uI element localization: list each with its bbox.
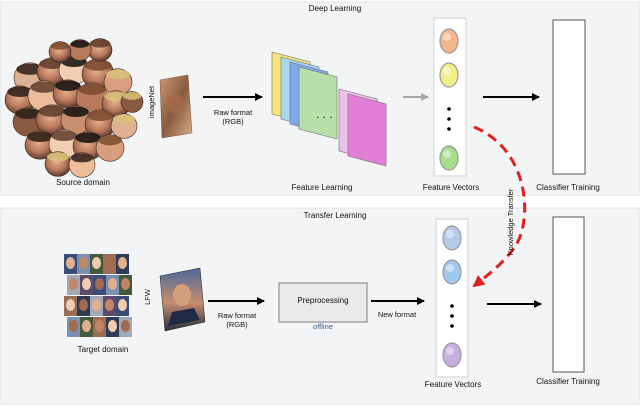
lfw-face bbox=[79, 257, 88, 269]
lfw-face bbox=[118, 299, 127, 311]
face-hair bbox=[30, 81, 58, 93]
feature-map-layer bbox=[347, 93, 387, 167]
lfw-face bbox=[66, 299, 75, 311]
raw-format-label-top: Raw format bbox=[214, 108, 253, 117]
face-hair bbox=[84, 59, 112, 71]
feature-vector-nodes-bottom bbox=[442, 225, 462, 368]
classifier-box-top bbox=[552, 19, 586, 175]
lfw-label: LFW bbox=[143, 288, 152, 305]
rgb-label-bottom: (RGB) bbox=[226, 320, 248, 329]
feature-vector-node bbox=[439, 28, 459, 54]
classifier-box-bottom bbox=[552, 216, 585, 373]
lfw-face bbox=[108, 320, 117, 332]
lfw-sample-image bbox=[159, 267, 206, 332]
lfw-face bbox=[105, 299, 114, 311]
imagenet-label: imageNet bbox=[147, 85, 156, 118]
lfw-face bbox=[121, 320, 130, 332]
node-highlight bbox=[443, 150, 451, 158]
target-domain-face-grid bbox=[64, 254, 132, 337]
face-hair bbox=[50, 42, 70, 50]
classifier-training-caption-top: Classifier Training bbox=[536, 183, 600, 192]
lfw-face bbox=[79, 299, 88, 311]
face-hair bbox=[112, 114, 136, 124]
lfw-face bbox=[82, 320, 91, 332]
offline-label: offline bbox=[313, 322, 333, 331]
face-hair bbox=[122, 92, 142, 100]
feature-vector-node bbox=[442, 259, 462, 285]
feature-vectors-caption-top: Feature Vectors bbox=[423, 183, 479, 192]
raw-format-label-bottom: Raw format bbox=[218, 311, 257, 320]
lfw-face bbox=[118, 257, 127, 269]
lfw-face bbox=[66, 257, 75, 269]
feature-learning-caption: Feature Learning bbox=[292, 183, 353, 192]
feature-map-ellipsis: . . . bbox=[316, 107, 333, 121]
face-hair bbox=[106, 69, 130, 80]
feature-vector-node bbox=[439, 62, 459, 88]
target-domain-caption: Target domain bbox=[78, 345, 129, 354]
face-hair bbox=[46, 152, 70, 162]
face-hair bbox=[89, 39, 111, 48]
face-hair bbox=[87, 110, 113, 121]
feature-map-layer bbox=[298, 66, 338, 140]
lfw-face bbox=[82, 278, 91, 290]
face-hair bbox=[55, 80, 81, 91]
face-hair bbox=[63, 106, 89, 117]
lfw-face bbox=[108, 278, 117, 290]
face-hair bbox=[78, 83, 106, 95]
lfw-face bbox=[95, 320, 104, 332]
face-hair bbox=[15, 108, 41, 119]
lfw-face bbox=[92, 299, 101, 311]
vector-dots-top bbox=[447, 107, 451, 131]
lfw-face bbox=[121, 278, 130, 290]
feature-vectors-caption-bottom: Feature Vectors bbox=[425, 380, 481, 389]
transfer-learning-title: Transfer Learning bbox=[304, 211, 367, 220]
face-hair bbox=[75, 132, 101, 143]
face-hair bbox=[51, 130, 77, 141]
knowledge-transfer-arrow bbox=[472, 125, 527, 288]
node-highlight bbox=[446, 230, 454, 238]
face-hair bbox=[70, 40, 90, 48]
face-hair bbox=[98, 135, 122, 146]
node-highlight bbox=[446, 347, 454, 355]
source-sample-image bbox=[159, 74, 193, 139]
rgb-label-top: (RGB) bbox=[222, 117, 244, 126]
node-highlight bbox=[446, 264, 454, 272]
source-domain-face-collage bbox=[4, 38, 144, 178]
preprocessing-box bbox=[278, 282, 368, 323]
feature-vector-node bbox=[439, 145, 459, 171]
lfw-face bbox=[92, 257, 101, 269]
new-format-label: New format bbox=[378, 310, 417, 319]
classifier-training-caption-bottom: Classifier Training bbox=[536, 377, 600, 386]
face-hair bbox=[38, 105, 66, 117]
node-highlight bbox=[443, 67, 451, 75]
deep-learning-title: Deep Learning bbox=[309, 4, 361, 13]
source-domain-caption: Source domain bbox=[56, 178, 110, 187]
feature-vector-nodes-top bbox=[439, 28, 459, 171]
knowledge-transfer-label: Knowledge Transfer bbox=[506, 188, 515, 255]
vector-dots-bottom bbox=[450, 304, 454, 328]
lfw-face bbox=[105, 257, 114, 269]
face-hair bbox=[70, 153, 94, 163]
feature-vector-node bbox=[442, 225, 462, 251]
feature-map-stack bbox=[271, 51, 387, 167]
lfw-face bbox=[95, 278, 104, 290]
feature-vector-node bbox=[442, 342, 462, 368]
lfw-face bbox=[69, 320, 78, 332]
lfw-face bbox=[69, 278, 78, 290]
face-hair bbox=[7, 86, 33, 97]
preprocessing-label: Preprocessing bbox=[297, 296, 348, 305]
face-hair bbox=[27, 131, 53, 142]
node-highlight bbox=[443, 33, 451, 41]
